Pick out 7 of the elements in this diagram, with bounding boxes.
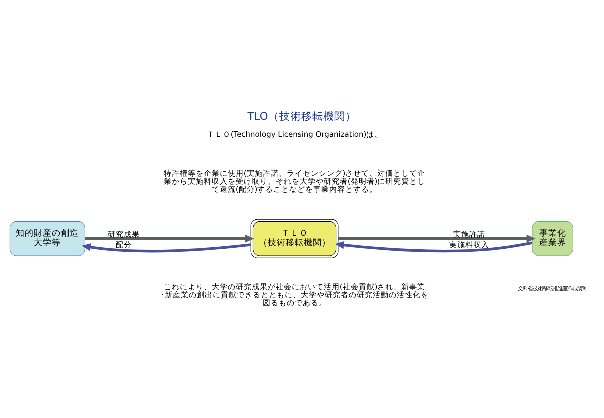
diagram-title: TLO（技術移転機関） [248, 109, 356, 122]
arrow [82, 243, 252, 252]
arrow [85, 234, 254, 242]
node-box: 知的財産の創造 大学等 [10, 220, 86, 256]
arrow [338, 234, 536, 242]
arrow [335, 240, 533, 252]
node-box: 事業化 産業界 [532, 220, 574, 256]
